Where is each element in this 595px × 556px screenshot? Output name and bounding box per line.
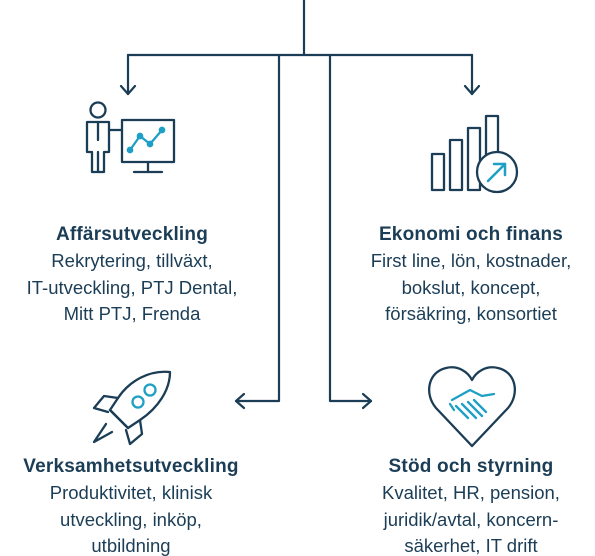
- section-stod: Stöd och styrning Kvalitet, HR, pension,…: [331, 454, 595, 556]
- arrow-head-right: [463, 84, 481, 96]
- arrow-head-inner-left: [234, 392, 246, 410]
- section-line: utveckling, inköp,: [60, 508, 202, 530]
- section-title: Ekonomi och finans: [378, 224, 564, 245]
- section-title: Stöd och styrning: [388, 456, 554, 477]
- section-line: Produktivitet, klinisk: [49, 482, 213, 503]
- rocket-icon: [92, 370, 172, 446]
- section-verksamhet: Verksamhetsutveckling Produktivitet, kli…: [0, 454, 271, 556]
- presenter-chart-icon: [85, 101, 176, 174]
- section-affarsutveckling: Affärsutveckling Rekrytering, tillväxt, …: [0, 222, 272, 328]
- section-line: Mitt PTJ, Frenda: [63, 303, 201, 324]
- section-line: bokslut, koncept,: [401, 276, 541, 298]
- section-line: försäkring, konsortiet: [385, 303, 557, 324]
- arrow-head-left: [119, 84, 137, 96]
- section-line: Kvalitet, HR, pension,: [382, 482, 560, 503]
- section-ekonomi: Ekonomi och finans First line, lön, kost…: [331, 222, 595, 328]
- bar-chart-growth-icon: [430, 114, 519, 194]
- section-line: IT-utveckling, PTJ Dental,: [26, 276, 238, 298]
- branch-inner-left: [234, 53, 281, 403]
- section-line: säkerhet, IT drift: [404, 535, 538, 556]
- section-line: Rekrytering, tillväxt,: [51, 250, 213, 271]
- section-line: First line, lön, kostnader,: [370, 250, 572, 271]
- arrow-head-inner-right: [361, 392, 373, 410]
- section-line: juridik/avtal, koncern-: [383, 508, 559, 530]
- section-title: Verksamhetsutveckling: [23, 456, 239, 477]
- branch-inner-right: [328, 53, 373, 403]
- section-line: utbildning: [91, 535, 171, 556]
- handshake-heart-icon: [428, 366, 516, 448]
- section-title: Affärsutveckling: [55, 224, 209, 245]
